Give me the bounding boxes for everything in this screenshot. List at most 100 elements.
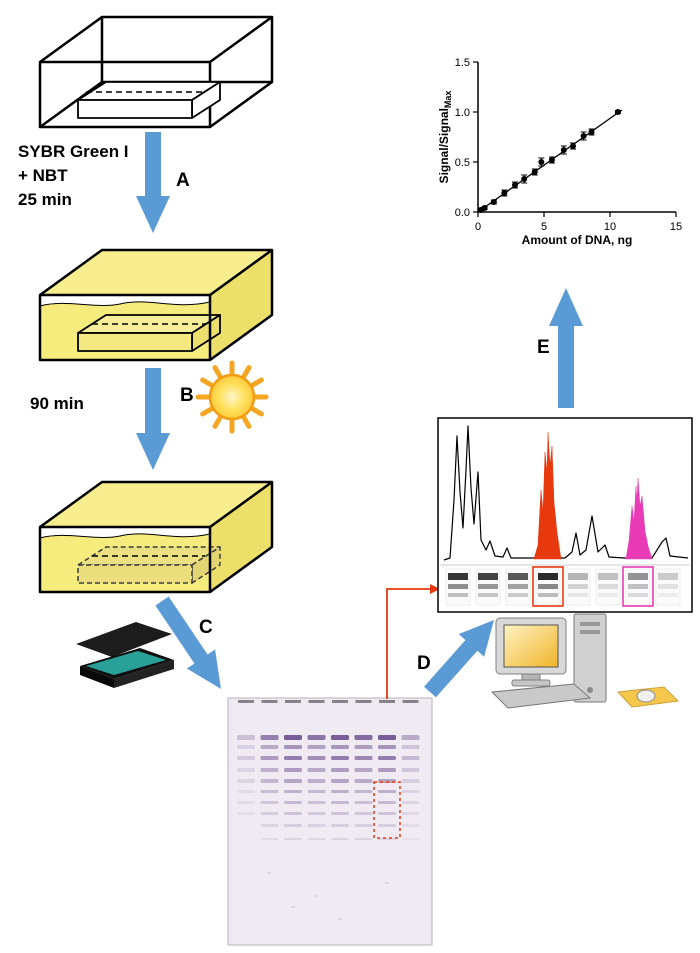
gel-band [331, 812, 349, 815]
gel-band [354, 768, 373, 772]
data-point [481, 205, 488, 211]
y-tick-label: 0.0 [455, 207, 470, 219]
data-point [490, 199, 497, 205]
gel-band [401, 756, 420, 760]
gel-band [237, 779, 255, 783]
gel-band [260, 824, 279, 827]
gel-band [331, 790, 349, 793]
x-axis-label: Amount of DNA, ng [522, 233, 633, 247]
gel-speck [338, 918, 342, 920]
gel-band [284, 801, 302, 804]
liquid-wave-line [39, 301, 211, 307]
densitometry-trace [443, 425, 689, 561]
strip-band [628, 573, 648, 580]
densito-strip [655, 568, 681, 606]
gel-band [331, 768, 349, 772]
strip-band [448, 593, 468, 597]
liquid-wave [40, 295, 210, 306]
strip-band [568, 573, 588, 580]
gel-band [260, 801, 279, 804]
incubation-time-label: 90 min [30, 394, 84, 413]
chart-axes [477, 62, 676, 213]
tray-rim-edge [39, 480, 274, 529]
strip-band [628, 584, 648, 589]
gel-band [284, 838, 302, 840]
strip-band [658, 584, 678, 589]
strip-band [508, 584, 528, 589]
gel-speck [291, 906, 295, 908]
highlighted-peak-red [533, 431, 562, 560]
gel-band [378, 756, 396, 760]
arrow-step-b [136, 368, 170, 470]
gel-band [378, 838, 396, 840]
gel-band [307, 756, 326, 760]
gel-band [331, 838, 349, 840]
gel-band [307, 735, 326, 740]
gel-band [354, 735, 373, 740]
y-axis-label-main: Signal/Signal [437, 108, 451, 183]
gel-band [307, 790, 326, 793]
arrow-step-e [549, 288, 583, 408]
strip-band [658, 573, 678, 580]
strip-band [568, 584, 588, 589]
strip-band [628, 593, 648, 597]
gel-band [260, 745, 279, 749]
gel-band [354, 779, 373, 783]
gel-band [284, 812, 302, 815]
strip-band [598, 584, 618, 589]
gel-band [284, 790, 302, 793]
sun-ray [241, 415, 252, 429]
gel-well [261, 700, 278, 703]
strip-band [508, 573, 528, 580]
gel-well [308, 700, 325, 703]
gel-band [307, 801, 326, 804]
lane-trace-connector [386, 588, 430, 699]
gel-well [379, 700, 395, 703]
gel-background [227, 697, 433, 946]
gel-band [260, 768, 279, 772]
gel-band [354, 812, 373, 815]
gel-speck [385, 882, 389, 884]
gel-well [285, 700, 301, 703]
tower-power-button [587, 687, 593, 693]
monitor-base [511, 679, 551, 687]
gel-band [284, 779, 302, 783]
gel-band [307, 812, 326, 815]
gel-band [260, 756, 279, 760]
lane-trace-arrowhead [430, 584, 440, 594]
x-tick-label: 0 [475, 221, 481, 233]
scanner-right-side [114, 660, 174, 688]
scanner-glass [86, 651, 166, 675]
y-tick-label: 0.5 [455, 157, 470, 169]
arrow-step-a [136, 132, 170, 233]
gel-band [378, 745, 396, 749]
sun-ray [212, 415, 223, 429]
sun-ray [200, 406, 214, 417]
gel-band [260, 838, 279, 840]
gel-band [284, 824, 302, 827]
step-b-label: B [180, 385, 194, 406]
sun-ray [200, 377, 214, 388]
tray-staining [38, 248, 274, 362]
gel-band [354, 801, 373, 804]
tray-right-edge [209, 250, 274, 362]
data-point [588, 129, 595, 135]
mouse [636, 689, 656, 703]
monitor-stand [521, 673, 541, 681]
data-point [511, 182, 518, 188]
strip-band [448, 573, 468, 580]
tray-rim-edge [39, 248, 274, 297]
lane-strip-row [445, 568, 681, 606]
gel-band [284, 768, 302, 772]
densito-strip [625, 568, 651, 606]
liquid-surface [40, 482, 272, 527]
tray-front-edge [38, 525, 212, 594]
gel-band [354, 790, 373, 793]
gel-well [238, 700, 254, 703]
data-point [560, 147, 567, 153]
gel-band [260, 812, 279, 815]
sun-rays [195, 360, 269, 434]
